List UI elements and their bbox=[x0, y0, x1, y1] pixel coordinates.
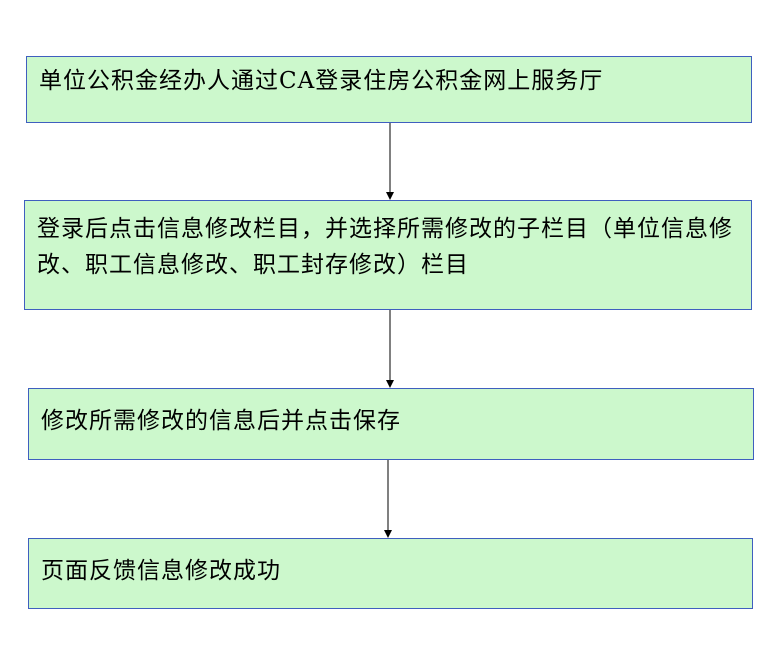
step-3-box: 修改所需修改的信息后并点击保存 bbox=[28, 388, 754, 460]
step-2-box: 登录后点击信息修改栏目，并选择所需修改的子栏目（单位信息修改、职工信息修改、职工… bbox=[24, 200, 752, 310]
step-4-box: 页面反馈信息修改成功 bbox=[28, 538, 753, 609]
step-1-box: 单位公积金经办人通过CA登录住房公积金网上服务厅 bbox=[26, 56, 752, 123]
